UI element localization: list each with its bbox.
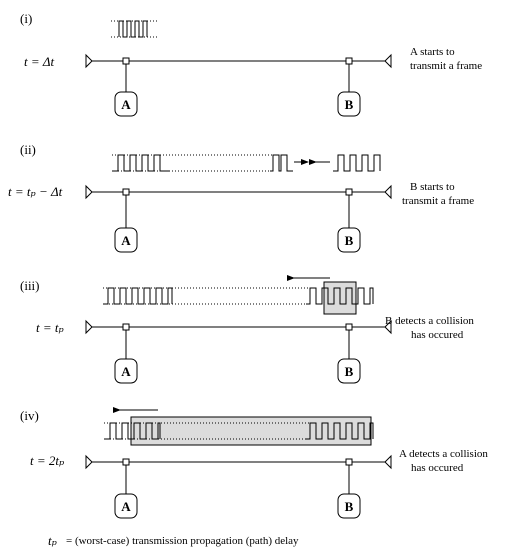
stage-iii: (iii) t = tₚ A B B detects (20, 275, 474, 384)
node-b: B (337, 227, 361, 253)
svg-text:A: A (121, 364, 131, 379)
node-a: A (114, 358, 138, 384)
stage-description-line1: B starts to (410, 181, 455, 193)
stage-time-label: t = 2tₚ (30, 453, 64, 468)
stage-description-line1: A starts to (410, 46, 455, 58)
signal-b (306, 287, 374, 305)
tap-a (122, 323, 130, 331)
stage-description-line2: has occured (411, 462, 464, 474)
tap-a (122, 458, 130, 466)
stage-index-label: (ii) (20, 142, 36, 157)
svg-text:A: A (121, 233, 131, 248)
node-b: B (337, 493, 361, 519)
tap-a (122, 188, 130, 196)
right-terminator-icon (384, 184, 392, 200)
bus-line (85, 319, 392, 359)
signal-b (309, 154, 381, 172)
stage-description-line2: transmit a frame (402, 195, 474, 207)
tap-a (122, 57, 130, 65)
stage-i: (i) t = Δt A B A starts to transmit a fr… (20, 11, 482, 117)
stage-time-label: t = tₚ − Δt (8, 184, 63, 199)
node-b: B (337, 358, 361, 384)
tap-b (345, 323, 353, 331)
right-terminator-icon (384, 454, 392, 470)
svg-text:B: B (345, 97, 354, 112)
stage-index-label: (iv) (20, 408, 39, 423)
svg-text:A: A (121, 499, 131, 514)
signal-a (103, 275, 330, 305)
signal-a (112, 154, 309, 172)
svg-text:B: B (345, 499, 354, 514)
stage-index-label: (iii) (20, 278, 40, 293)
right-terminator-icon (384, 53, 392, 69)
footnote-text: = (worst-case) transmission propagation … (66, 535, 299, 547)
svg-text:B: B (345, 364, 354, 379)
stage-time-label: t = tₚ (36, 320, 64, 335)
node-b: B (337, 91, 361, 117)
stage-iv: (iv) t = 2tₚ A B A detects a (20, 407, 488, 519)
stage-ii: (ii) t = tₚ − Δt A B (8, 142, 474, 253)
stage-description-line2: has occured (411, 329, 464, 341)
svg-text:B: B (345, 233, 354, 248)
right-terminator-icon (384, 319, 392, 335)
bus-line (85, 53, 392, 92)
left-terminator-icon (85, 53, 93, 69)
node-a: A (114, 91, 138, 117)
collision-region (130, 416, 372, 446)
tap-b (345, 57, 353, 65)
stage-description-line2: transmit a frame (410, 60, 482, 72)
footnote-symbol: tₚ (48, 533, 57, 548)
bus-line (85, 454, 392, 494)
bus-line (85, 184, 392, 228)
left-terminator-icon (85, 184, 93, 200)
node-a: A (114, 493, 138, 519)
stage-description-line1: B detects a collision (385, 315, 474, 327)
stage-index-label: (i) (20, 11, 32, 26)
signal-a (111, 20, 157, 38)
node-a: A (114, 227, 138, 253)
stage-time-label: t = Δt (24, 54, 55, 69)
signal-b (306, 422, 374, 440)
tap-b (345, 188, 353, 196)
footnote: tₚ = (worst-case) transmission propagati… (48, 533, 299, 548)
stage-description-line1: A detects a collision (399, 448, 488, 460)
signal-a (104, 422, 310, 440)
left-terminator-icon (85, 454, 93, 470)
left-terminator-icon (85, 319, 93, 335)
svg-text:A: A (121, 97, 131, 112)
tap-b (345, 458, 353, 466)
